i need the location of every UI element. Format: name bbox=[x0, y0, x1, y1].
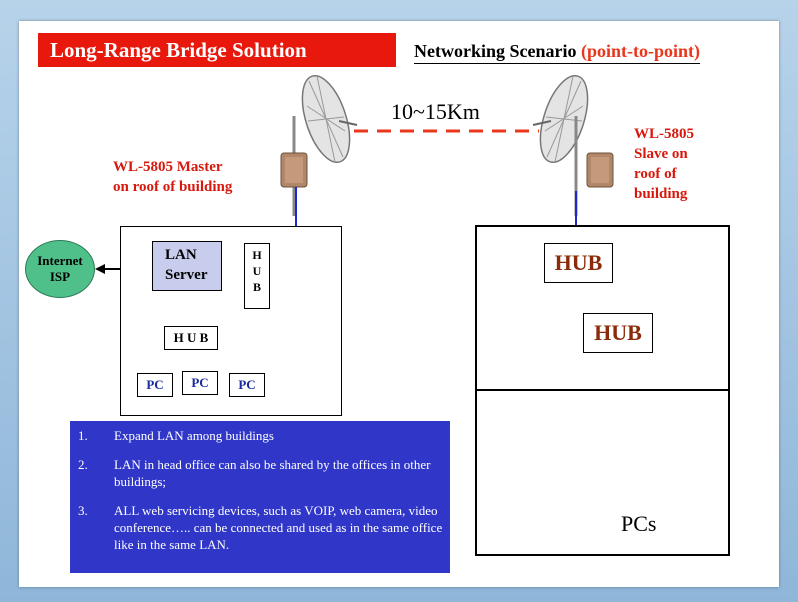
pc-node: PC bbox=[229, 373, 265, 397]
master-label-line: on roof of building bbox=[113, 179, 233, 195]
master-label: WL-5805 Master on roof of building bbox=[113, 157, 232, 197]
slave-antenna-icon bbox=[532, 75, 614, 216]
list-item: 3. ALL web servicing devices, such as VO… bbox=[78, 502, 444, 553]
list-item-number: 3. bbox=[78, 503, 88, 518]
page-title: Long-Range Bridge Solution bbox=[38, 33, 396, 67]
internet-label: Internet bbox=[37, 253, 83, 268]
slave-label-line: WL-5805 bbox=[634, 126, 694, 142]
list-item-number: 2. bbox=[78, 457, 88, 472]
lan-server-label: Server bbox=[165, 267, 208, 283]
floor-divider bbox=[477, 389, 728, 391]
slave-label-line: roof of bbox=[634, 166, 677, 182]
hub-right-top-node: HUB bbox=[544, 243, 613, 283]
distance-label: 10~15Km bbox=[391, 99, 480, 124]
list-item-text: Expand LAN among buildings bbox=[114, 428, 274, 443]
subtitle-mode: (point-to-point) bbox=[580, 41, 700, 61]
internet-isp-node: Internet ISP bbox=[25, 240, 95, 298]
lan-server-node: LAN Server bbox=[152, 241, 222, 291]
list-item-text: ALL web servicing devices, such as VOIP,… bbox=[114, 503, 443, 552]
scenario-subtitle: Networking Scenario (point-to-point) bbox=[414, 39, 700, 64]
master-antenna-icon bbox=[280, 75, 358, 216]
isp-label: ISP bbox=[49, 269, 71, 284]
subtitle-text: Networking Scenario bbox=[414, 41, 577, 61]
list-item: 1. Expand LAN among buildings bbox=[78, 427, 444, 444]
pc-node: PC bbox=[137, 373, 173, 397]
hub-vertical-node: H U B bbox=[244, 243, 270, 309]
slave-label-line: building bbox=[634, 186, 688, 202]
slave-label-line: Slave on bbox=[634, 146, 688, 162]
master-label-line: WL-5805 Master bbox=[113, 159, 223, 175]
hub-right-second-node: HUB bbox=[583, 313, 653, 353]
list-item-text: LAN in head office can also be shared by… bbox=[114, 457, 431, 489]
slave-label: WL-5805 Slave on roof of building bbox=[634, 124, 694, 204]
pc-node: PC bbox=[182, 371, 218, 395]
list-item-number: 1. bbox=[78, 428, 88, 443]
lan-server-label: LAN bbox=[165, 247, 197, 263]
hub-left-node: H U B bbox=[164, 326, 218, 350]
feature-list: 1. Expand LAN among buildings 2. LAN in … bbox=[70, 421, 450, 573]
slide-canvas: Long-Range Bridge Solution Networking Sc… bbox=[19, 21, 779, 587]
list-item: 2. LAN in head office can also be shared… bbox=[78, 456, 444, 490]
pcs-label: PCs bbox=[621, 511, 657, 536]
